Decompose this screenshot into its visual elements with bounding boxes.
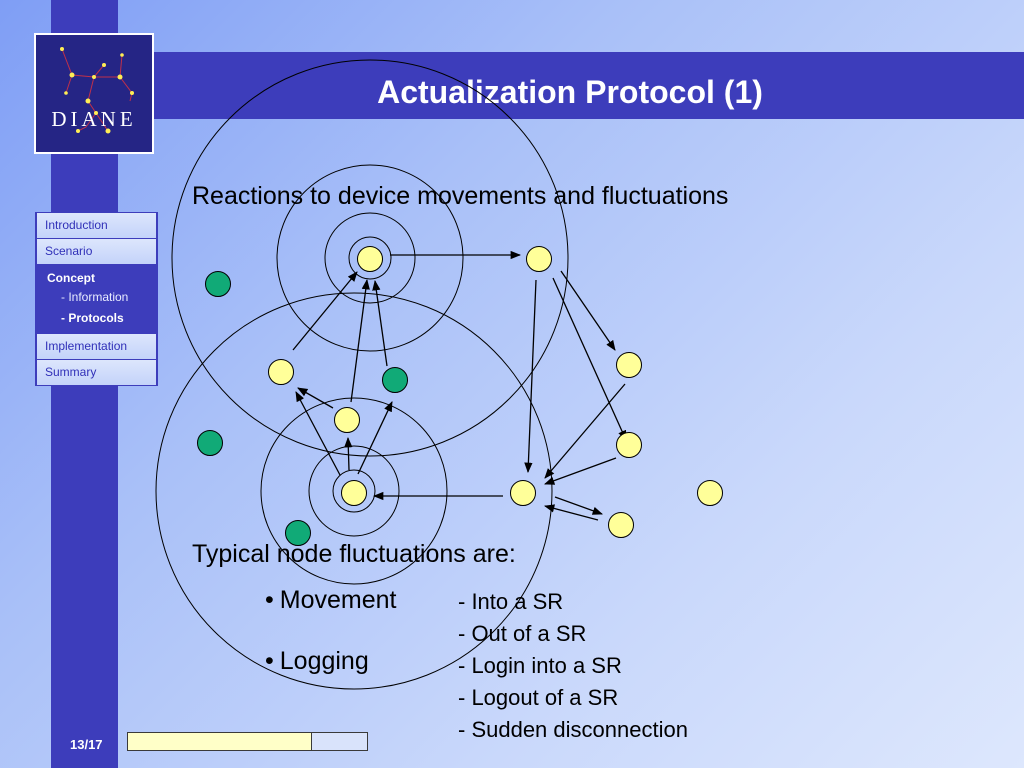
node-yellow <box>357 246 383 272</box>
bullet-logging: •Logging <box>265 647 369 676</box>
node-yellow <box>510 480 536 506</box>
slide-title: Actualization Protocol (1) <box>377 74 763 110</box>
sub-item: - Login into a SR <box>458 653 622 678</box>
node-green <box>382 367 408 393</box>
nav-subitem-protocols[interactable]: - Protocols <box>61 311 124 325</box>
arrow <box>344 436 353 471</box>
arrow <box>357 401 393 475</box>
bullet-dot-icon: • <box>265 586 274 614</box>
bullet-label: Movement <box>279 586 397 614</box>
sr-circle-lower-mid <box>260 397 448 585</box>
sr-circle-lower-outer <box>155 292 553 690</box>
nav-item-introduction[interactable]: Introduction <box>37 213 156 238</box>
fluctuations-heading: Typical node fluctuations are: <box>192 540 516 568</box>
arrow <box>372 279 388 367</box>
nav-subitem-information[interactable]: - Information <box>61 290 129 304</box>
arrow <box>543 504 599 521</box>
node-yellow <box>697 480 723 506</box>
section-nav: Introduction Scenario Concept - Informat… <box>35 212 158 386</box>
logo-text: DIANE <box>51 107 137 131</box>
title-bar <box>118 52 1024 119</box>
logo-constellation: DIANE <box>36 35 152 152</box>
arrow <box>544 457 617 485</box>
progress-fill <box>128 733 312 750</box>
node-green <box>205 271 231 297</box>
sr-circle-upper-core <box>348 236 392 280</box>
slide-progress-bar <box>127 732 368 751</box>
sr-circle-lower-inner <box>308 445 400 537</box>
slide-heading: Reactions to device movements and fluctu… <box>192 182 729 210</box>
bullet-label: Logging <box>279 647 369 675</box>
node-yellow <box>616 432 642 458</box>
sr-circle-lower-core <box>332 469 376 513</box>
sr-circle-upper-inner <box>324 212 416 304</box>
node-yellow <box>341 480 367 506</box>
bullet-movement: •Movement <box>265 586 396 615</box>
sub-item: - Into a SR <box>458 589 564 614</box>
nav-item-scenario[interactable]: Scenario <box>37 239 156 264</box>
arrow <box>544 383 626 479</box>
node-green <box>285 520 311 546</box>
nav-concept-label: Concept <box>47 271 95 285</box>
sub-item: - Logout of a SR <box>458 685 619 710</box>
node-yellow <box>334 407 360 433</box>
arrow <box>560 270 616 351</box>
arrow <box>554 496 603 515</box>
arrow <box>552 277 627 441</box>
node-yellow <box>268 359 294 385</box>
constellation-icon <box>60 47 134 134</box>
node-green <box>197 430 223 456</box>
sub-item: - Sudden disconnection <box>458 717 688 742</box>
sub-item: - Out of a SR <box>458 621 587 646</box>
diane-logo: DIANE <box>34 33 154 154</box>
fluctuation-sub-list: - Into a SR - Out of a SR - Login into a… <box>458 586 688 746</box>
arrow <box>292 271 358 351</box>
arrow <box>350 278 370 403</box>
sr-circle-upper-mid <box>276 164 464 352</box>
arrow <box>524 279 537 474</box>
page-number: 13/17 <box>70 737 103 752</box>
bullet-dot-icon: • <box>265 647 274 675</box>
nav-item-summary[interactable]: Summary <box>37 360 156 385</box>
node-yellow <box>526 246 552 272</box>
node-yellow <box>608 512 634 538</box>
arrow <box>295 391 341 476</box>
nav-item-implementation[interactable]: Implementation <box>37 334 156 359</box>
nav-item-concept[interactable]: Concept - Information - Protocols <box>37 265 156 333</box>
node-yellow <box>616 352 642 378</box>
sr-circle-upper-outer <box>171 59 569 457</box>
